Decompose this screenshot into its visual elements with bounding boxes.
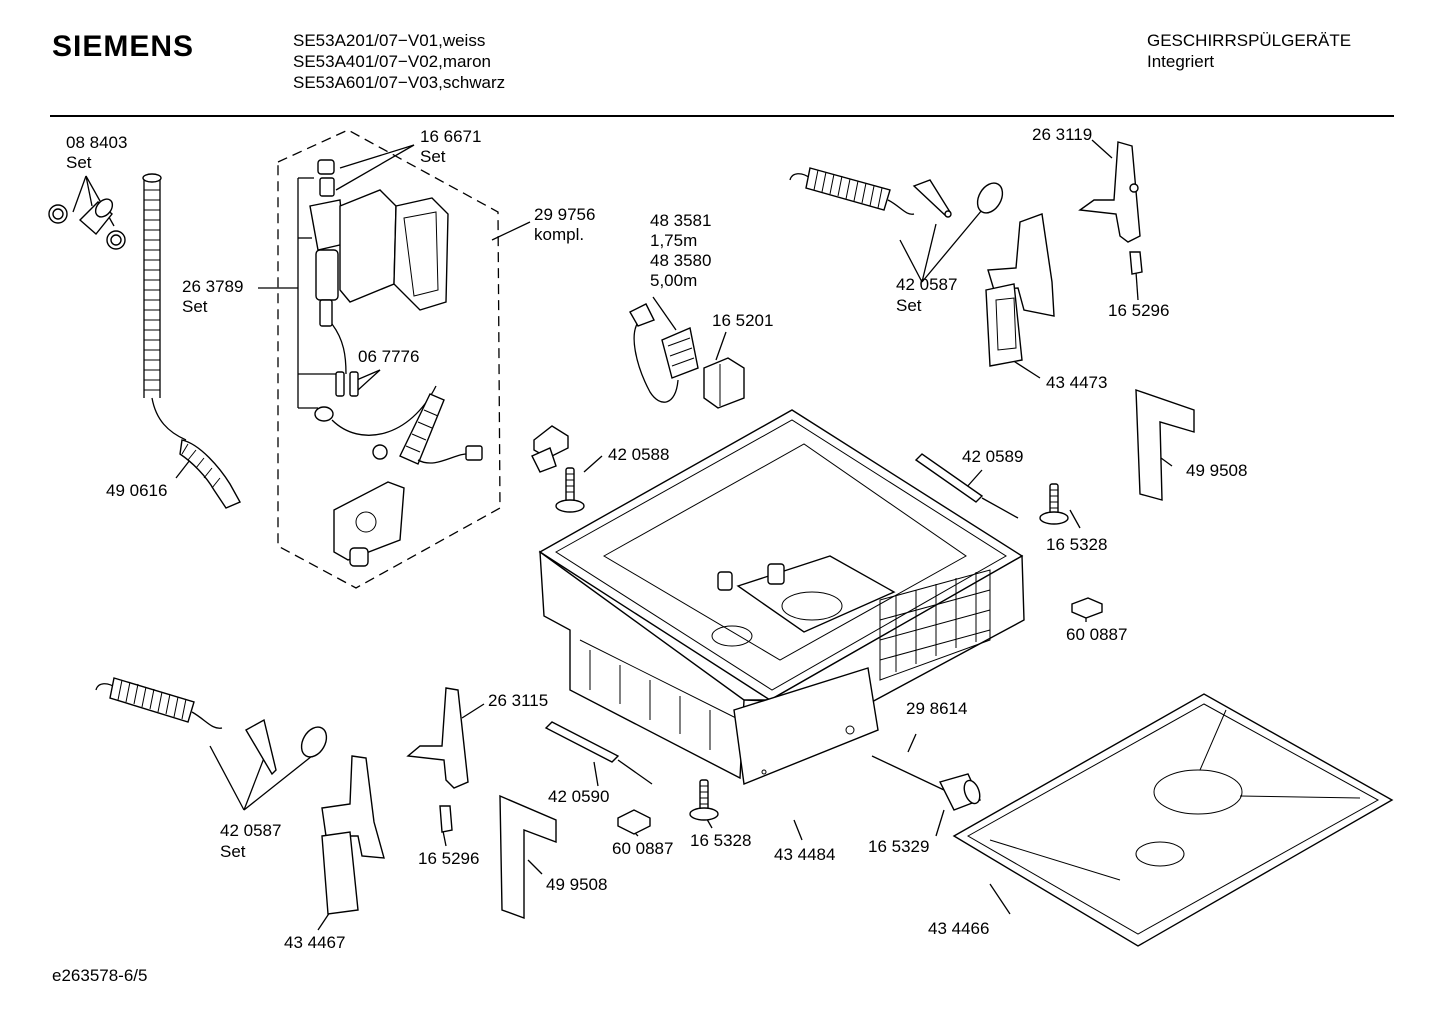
adjustable-foot-left (531, 425, 585, 513)
callout-label: 16 5328 (690, 831, 751, 850)
callout-label: 43 4473 (1046, 373, 1107, 392)
header-rule (50, 115, 1394, 117)
callout-label: 16 5201 (712, 311, 773, 330)
document-id: e263578-6/5 (52, 966, 148, 985)
base-tray (952, 693, 1394, 947)
brand-logo: SIEMENS (52, 30, 195, 63)
door-hinge-bracket-bottom (321, 687, 469, 915)
category-subtitle: Integriert (1147, 52, 1215, 71)
callout-label: 43 4484 (774, 845, 835, 864)
callout-label: 49 0616 (106, 481, 167, 500)
callout-label: 16 5296 (418, 849, 479, 868)
door-spring-set-top (789, 167, 1004, 218)
model-line: SE53A401/07−V02,maron (293, 52, 492, 71)
insulation-mat-left (499, 794, 557, 919)
callout-label: 26 3119 (1032, 125, 1092, 144)
callout-label: 42 0588 (608, 445, 669, 464)
callout-label: 29 8614 (906, 699, 967, 718)
callout-label: 43 4467 (284, 933, 345, 952)
callout-label: 49 9508 (546, 875, 607, 894)
callout-label: 49 9508 (1186, 461, 1247, 480)
adjuster-rod-and-knob (871, 755, 981, 811)
hinge-rod-right (914, 453, 1019, 519)
callout-label: 60 0887 (1066, 625, 1127, 644)
callout-label: 16 5328 (1046, 535, 1107, 554)
mains-cable-and-connector (629, 303, 745, 409)
callout-label: 06 7776 (358, 347, 419, 366)
drain-hose (142, 173, 241, 509)
callout-label: 60 0887 (612, 839, 673, 858)
model-list: SE53A201/07−V01,weiss SE53A401/07−V02,ma… (293, 30, 505, 93)
cap-left (617, 809, 651, 835)
door-hinge-bracket-top (985, 141, 1143, 367)
door-spring-set-bottom (95, 677, 328, 776)
model-line: SE53A201/07−V01,weiss (293, 31, 486, 50)
base-front-panel (733, 667, 879, 785)
category-title: GESCHIRRSPÜLGERÄTE (1147, 31, 1352, 50)
foot-screw-left (689, 779, 719, 821)
callout-label: 16 5296 (1108, 301, 1169, 320)
callout-label: 26 3115 (488, 691, 548, 710)
foot-screw-right (1039, 483, 1069, 525)
callout-label: 16 5329 (868, 837, 929, 856)
cap-right (1071, 597, 1103, 619)
hinge-rod-left (544, 721, 653, 785)
insulation-mat-right (1135, 389, 1195, 501)
callout-label: 42 0589 (962, 447, 1023, 466)
hose-clamp-set (48, 198, 126, 250)
callout-label: 42 0590 (548, 787, 609, 806)
tub-base-frame (538, 409, 1025, 780)
callout-label: 43 4466 (928, 919, 989, 938)
model-line: SE53A601/07−V03,schwarz (293, 73, 506, 92)
category-block: GESCHIRRSPÜLGERÄTE Integriert (1147, 30, 1351, 72)
inlet-valve-assembly (309, 159, 483, 567)
